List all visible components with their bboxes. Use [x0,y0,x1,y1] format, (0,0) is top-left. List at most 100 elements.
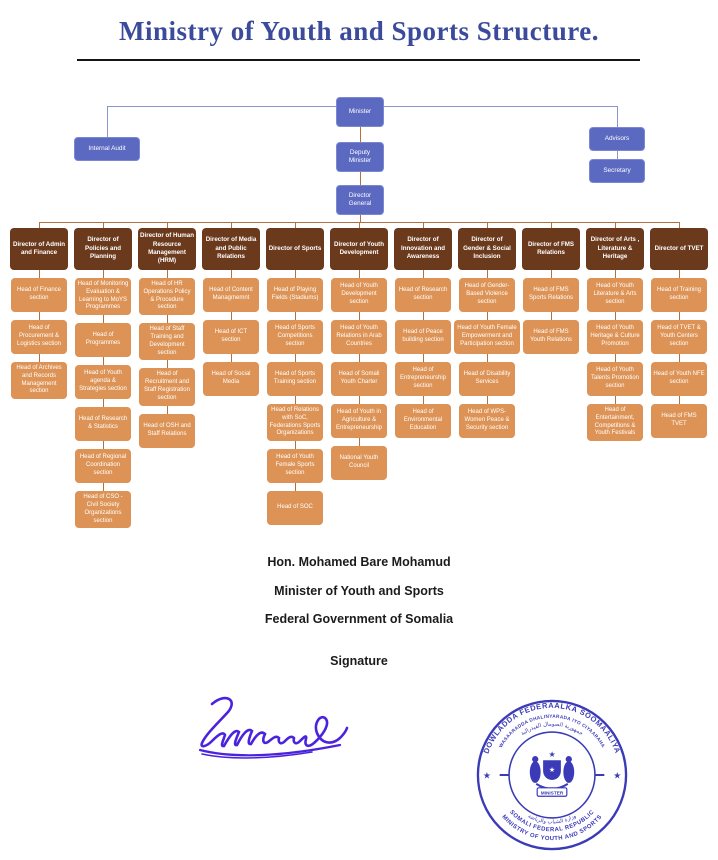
ministry-seal: DOWLADDA FEDERAALKA SOOMAALIYA WASAARADD… [476,699,628,851]
connector-line [678,312,680,320]
connector-line [360,215,361,222]
connector-line [38,222,40,228]
connector-line [678,270,680,278]
title-underline [77,59,640,61]
minister-name: Hon. Mohamed Bare Mohamud [267,555,451,569]
connector-line [360,172,361,185]
org-column-tvet: Director of TVET Head of Training sectio… [648,222,710,528]
minister-box: Minister [336,97,384,127]
connector-line [102,399,104,408]
director-box: Director of Human Resource Management (H… [138,228,196,270]
connector-line [102,483,104,492]
connector-line [486,222,488,228]
director-box: Director of Gender & Social Inclusion [458,228,516,270]
connector-line [614,222,616,228]
org-column-sports: Director of Sports Head of Playing Field… [264,222,326,528]
head-box: Head of Environmental Education [395,404,451,438]
head-box: Head of Disability Services [459,362,515,396]
director-box: Director of Policies and Planning [74,228,132,270]
head-box: Head of Relations with SoC, Federations … [267,404,323,442]
connector-line [486,396,488,404]
connector-line [102,315,104,324]
head-box: National Youth Council [331,446,387,480]
connector-line [384,106,617,107]
leopard-left-head [532,756,539,763]
connector-line [422,222,424,228]
org-column-youth-development: Director of Youth Development Head of Yo… [328,222,390,528]
connector-line [230,222,232,228]
connector-line [486,270,488,278]
deputy-minister-box: Deputy Minister [336,142,384,172]
head-box: Head of Procurement & Logistics section [11,320,67,354]
connector-line [230,312,232,320]
head-box: Head of HR Operations Policy & Procedure… [139,278,195,316]
connector-line [294,483,296,492]
head-box: Head of FMS Sports Relations [523,278,579,312]
head-box: Head of Youth Female Empowerment and Par… [454,320,520,354]
connector-line [486,354,488,362]
connector-line [38,312,40,320]
seal-outer-ring [476,699,628,851]
head-box: Head of Research & Statistics [75,407,131,442]
head-box: Head of Gender-Based Violence section [459,278,515,312]
connector-line [422,396,424,404]
connector-line [294,396,296,404]
head-box: Head of FMS TVET [651,404,707,438]
leopard-left-icon [529,761,541,783]
advisors-box: Advisors [589,127,645,151]
connector-line [550,312,552,320]
head-box: Head of SOC [267,491,323,526]
seal-star-right-icon: ★ [613,770,621,780]
head-box: Head of Programmes [75,323,131,358]
head-box: Head of Youth agenda & Strategies sectio… [75,365,131,400]
connector-line [550,222,552,228]
director-box: Director of TVET [650,228,708,270]
connector-line [166,270,168,278]
org-column-admin-finance: Director of Admin and Finance Head of Fi… [8,222,70,528]
connector-line [550,270,552,278]
org-column-policies-planning: Director of Policies and Planning Head o… [72,222,134,529]
head-box: Head of Archives and Records Management … [11,362,67,400]
head-box: Head of Entertainment, Competitions & Yo… [587,404,643,442]
director-box: Director of Youth Development [330,228,388,270]
minister-position: Minister of Youth and Sports [274,584,444,598]
connector-line [294,222,296,228]
connector-line [107,106,108,137]
connector-line [294,312,296,320]
head-box: Head of Sports Competitions section [267,320,323,354]
coat-of-arms: ★ ★ MINISTER [529,750,575,797]
org-chart-grid: Director of Admin and Finance Head of Fi… [0,222,718,529]
connector-line [614,312,616,320]
director-box: Director of Sports [266,228,324,270]
connector-line [38,270,40,278]
connector-line [358,270,360,278]
connector-line [422,270,424,278]
director-box: Director of Arts , Literature & Heritage [586,228,644,270]
head-box: Head of Somali Youth Charter [331,362,387,396]
org-column-hrm: Director of Human Resource Management (H… [136,222,198,528]
director-box: Director of Media and Public Relations [202,228,260,270]
head-box: Head of Youth Heritage & Culture Promoti… [587,320,643,354]
head-box: Head of Finance section [11,278,67,312]
head-box: Head of Youth Literature & Arts section [587,278,643,312]
connector-line [102,357,104,366]
connector-line [422,354,424,362]
head-box: Head of Youth NFE section [651,362,707,396]
seal-center-label: MINISTER [541,790,564,796]
head-box: Head of Sports Training section [267,362,323,396]
connector-line [617,151,618,159]
signature-label: Signature [330,654,388,668]
connector-line [358,312,360,320]
head-box: Head of ICT section [203,320,259,354]
connector-line [102,441,104,450]
org-column-arts-literature-heritage: Director of Arts , Literature & Heritage… [584,222,646,528]
head-box: Head of Youth in Agriculture & Entrepren… [331,404,387,438]
connector-line [614,270,616,278]
shield-star-icon: ★ [549,766,555,774]
connector-line [358,396,360,404]
connector-line [102,270,104,278]
head-box: Head of Youth Female Sports section [267,449,323,484]
head-box: Head of Monitoring Evaluation & Learning… [75,278,131,316]
head-box: Head of FMS Youth Relations [523,320,579,354]
connector-line [166,405,168,414]
